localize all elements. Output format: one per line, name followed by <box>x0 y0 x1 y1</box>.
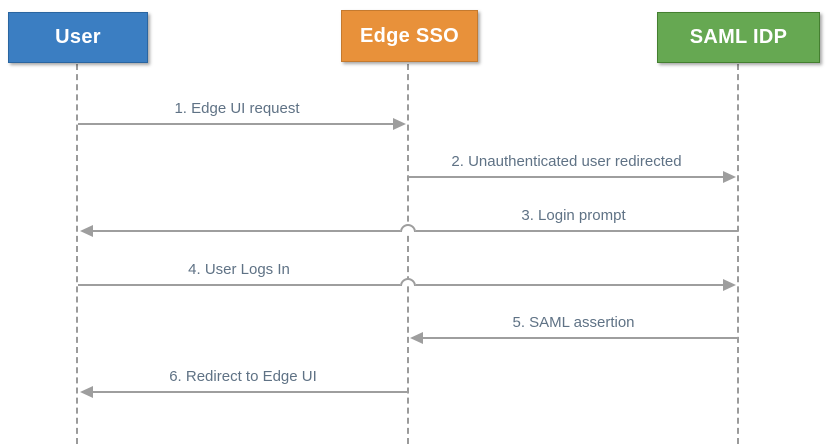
lifeline-user <box>76 64 78 444</box>
message-label-3: 3. Login prompt <box>521 207 626 224</box>
actor-label-saml-idp: SAML IDP <box>689 26 788 48</box>
message-line-3 <box>416 230 738 232</box>
lifeline-hop-arc <box>400 224 416 232</box>
arrowhead-right-icon <box>723 171 736 183</box>
lifeline-saml-idp <box>737 64 739 444</box>
message-line-3 <box>92 230 400 232</box>
arrowhead-left-icon <box>80 386 93 398</box>
actor-box-saml-idp: SAML IDP <box>657 12 820 63</box>
message-label-4: 4. User Logs In <box>188 261 290 278</box>
arrowhead-left-icon <box>80 225 93 237</box>
message-line-4 <box>78 284 400 286</box>
message-line-4 <box>416 284 723 286</box>
actor-box-user: User <box>8 12 148 63</box>
lifeline-edge-sso <box>407 64 409 444</box>
actor-label-edge-sso: Edge SSO <box>359 24 460 47</box>
message-line-5 <box>422 337 738 339</box>
message-line-6 <box>92 391 408 393</box>
message-label-5: 5. SAML assertion <box>512 314 635 331</box>
message-label-1: 1. Edge UI request <box>174 100 300 117</box>
arrowhead-right-icon <box>723 279 736 291</box>
message-line-2 <box>409 176 724 178</box>
arrowhead-left-icon <box>410 332 423 344</box>
actor-label-user: User <box>55 26 101 48</box>
message-label-2: 2. Unauthenticated user redirected <box>451 153 682 170</box>
message-label-6: 6. Redirect to Edge UI <box>169 368 317 385</box>
message-line-1 <box>78 123 396 125</box>
arrowhead-right-icon <box>393 118 406 130</box>
actor-box-edge-sso: Edge SSO <box>341 10 478 62</box>
lifeline-hop-arc <box>400 278 416 286</box>
